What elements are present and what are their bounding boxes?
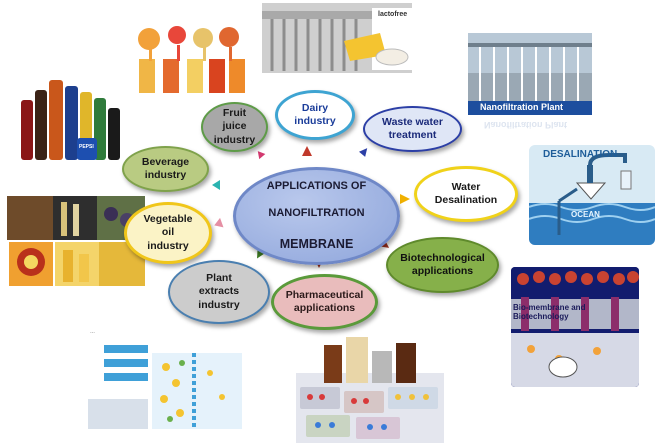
arrow-vegetable-oil (214, 217, 224, 228)
fruit-juice-image (133, 25, 248, 97)
vegetable-oil-image (7, 196, 145, 286)
nanofiltration-plant-label: Nanofiltration Plant (480, 102, 563, 112)
dairy-industry-image: lactofree (262, 3, 412, 73)
center-title-line2: NANOFILTRATION (268, 207, 365, 220)
center-title-line3: MEMBRANE (279, 236, 354, 251)
svg-text:…: … (90, 329, 95, 335)
bio-membrane-label: Bio-membrane and Biotechnology (513, 303, 586, 321)
beverage-bottles-image: PEPSI (17, 72, 129, 164)
plant-extracts-image: … (82, 323, 252, 433)
ocean-label: OCEAN (571, 210, 600, 219)
node-plant-extracts: Plant extracts industry (168, 260, 270, 324)
node-dairy: Dairy industry (275, 90, 355, 140)
node-biotechnological: Biotechnological applications (386, 237, 499, 293)
arrow-water-desalination (400, 194, 410, 204)
node-pharmaceutical: Pharmaceutical applications (271, 274, 378, 330)
center-node: APPLICATIONS OF NANOFILTRATION MEMBRANE (233, 167, 400, 265)
arrow-waste-water (359, 148, 368, 157)
lactofree-label: lactofree (378, 11, 408, 18)
arrow-beverage (212, 180, 220, 190)
node-waste-water: Waste water treatment (363, 106, 462, 152)
pepsi-label: PEPSI (79, 144, 94, 150)
center-title-line1: APPLICATIONS OF (266, 179, 367, 192)
desalination-label: DESALINATION (543, 149, 618, 160)
bio-membrane-image: Bio-membrane and Biotechnology (511, 267, 639, 387)
pharmaceutical-image (296, 333, 444, 443)
arrow-fruit-juice (257, 151, 266, 160)
node-beverage: Beverage industry (122, 146, 209, 192)
nanofiltration-plant-image: Nanofiltration Plant (468, 33, 592, 119)
desalination-image: DESALINATION OCEAN (529, 145, 655, 245)
node-fruit-juice: Fruit juice industry (201, 102, 268, 152)
node-vegetable-oil: Vegetable oil industry (124, 202, 212, 264)
arrow-dairy (302, 146, 312, 156)
node-water-desalination: Water Desalination (414, 166, 518, 222)
